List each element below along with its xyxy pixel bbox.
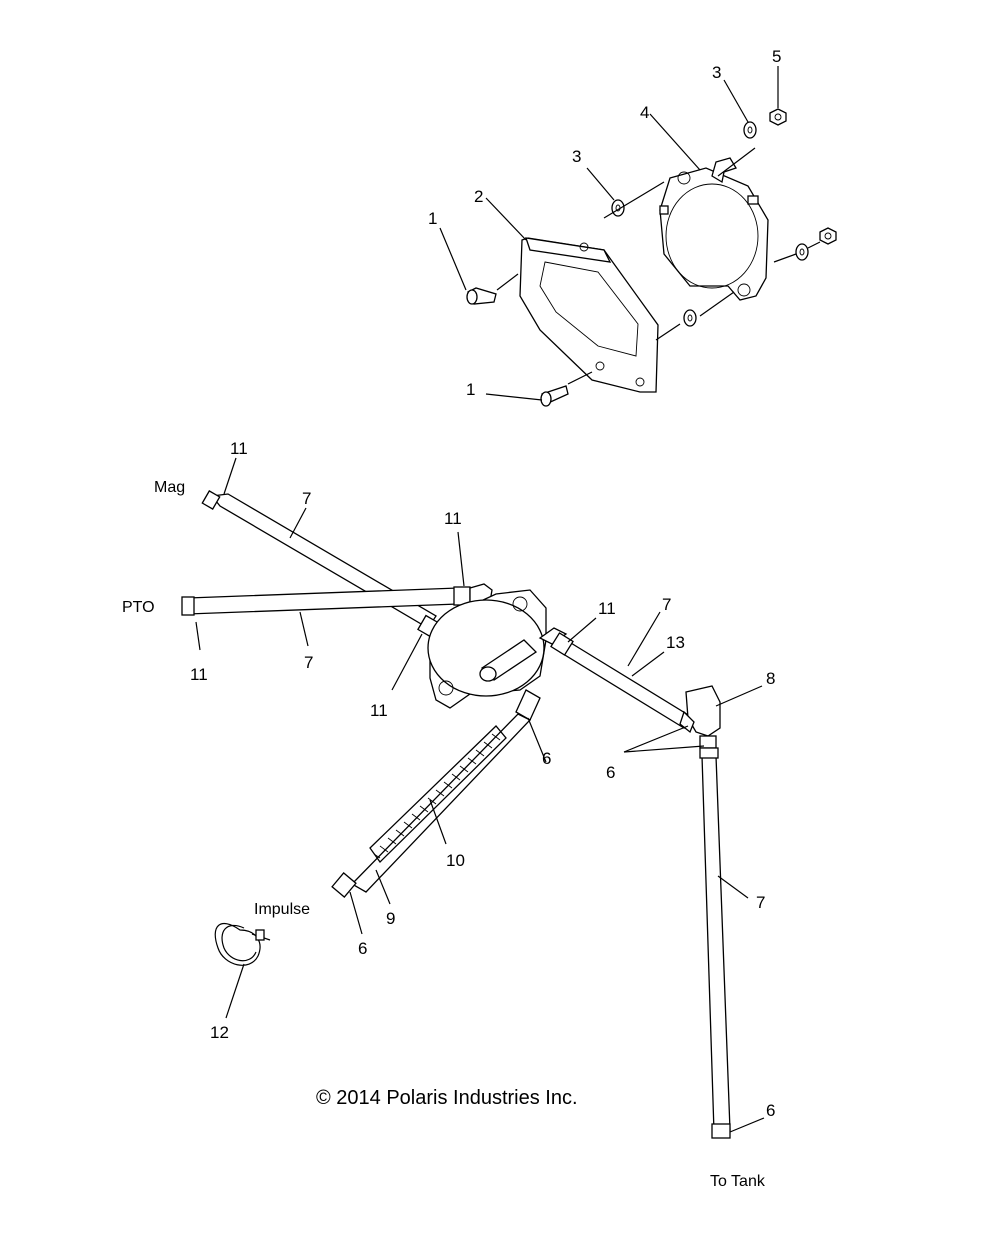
callout-12: 12 bbox=[210, 1023, 229, 1042]
callout-8: 8 bbox=[766, 669, 775, 688]
callout-11: 11 bbox=[598, 599, 616, 618]
callout-6: 6 bbox=[542, 749, 551, 768]
fuel-pump-upper bbox=[659, 157, 769, 301]
callout-11: 11 bbox=[190, 665, 208, 684]
lower-leader-lines bbox=[195, 457, 765, 1133]
callout-10: 10 bbox=[446, 851, 465, 870]
callout-7: 7 bbox=[302, 489, 311, 508]
callout-numbers: 1 1 2 3 3 4 5 11 7 11 11 7 11 11 7 13 8 … bbox=[190, 47, 781, 1120]
bolt-item-1-upper bbox=[466, 287, 497, 305]
label-to-tank: To Tank bbox=[710, 1173, 766, 1190]
tee-fitting-item-8 bbox=[679, 685, 721, 749]
callout-5: 5 bbox=[772, 47, 781, 66]
callout-7: 7 bbox=[756, 893, 765, 912]
callout-11: 11 bbox=[444, 509, 462, 528]
label-impulse: Impulse bbox=[254, 901, 310, 918]
washers-item-3 bbox=[611, 121, 809, 327]
nuts-item-5 bbox=[769, 108, 837, 245]
clamp-item-12 bbox=[214, 923, 271, 966]
callout-9: 9 bbox=[386, 909, 395, 928]
callout-11: 11 bbox=[370, 701, 388, 720]
callout-3: 3 bbox=[712, 63, 721, 82]
callout-4: 4 bbox=[640, 103, 649, 122]
callout-2: 2 bbox=[474, 187, 483, 206]
hose-to-tank-item-7 bbox=[699, 747, 731, 1139]
callout-1: 1 bbox=[466, 380, 475, 399]
fuel-pump-lower bbox=[427, 589, 547, 709]
spring-item-10 bbox=[369, 725, 507, 863]
callout-6: 6 bbox=[358, 939, 367, 958]
callout-13: 13 bbox=[666, 633, 685, 652]
bracket bbox=[519, 237, 659, 393]
callout-3: 3 bbox=[572, 147, 581, 166]
hose-impulse-item-9 bbox=[331, 689, 541, 898]
upper-leader-lines bbox=[439, 66, 821, 401]
connection-labels: Mag PTO Impulse To Tank bbox=[122, 479, 766, 1190]
callout-6: 6 bbox=[606, 763, 615, 782]
callout-7: 7 bbox=[304, 653, 313, 672]
label-pto: PTO bbox=[122, 599, 155, 616]
hose-mag-item-7 bbox=[201, 490, 439, 638]
callout-7: 7 bbox=[662, 595, 671, 614]
callout-11: 11 bbox=[230, 439, 248, 458]
label-mag: Mag bbox=[154, 479, 185, 496]
callout-1: 1 bbox=[428, 209, 437, 228]
hose-pto-item-7 bbox=[181, 583, 493, 616]
copyright: © 2014 Polaris Industries Inc. bbox=[316, 1087, 578, 1109]
callout-6: 6 bbox=[766, 1101, 775, 1120]
bolt-item-1-lower bbox=[540, 385, 569, 407]
